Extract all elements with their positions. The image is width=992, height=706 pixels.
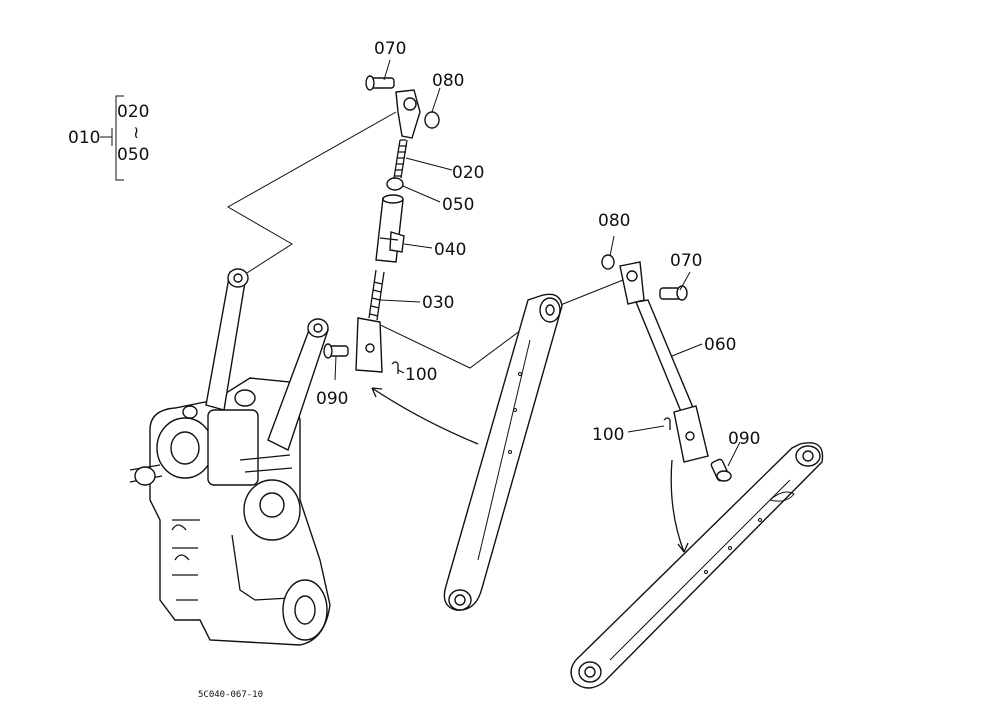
lower-link-left bbox=[443, 293, 563, 611]
callout-080-right: 080 bbox=[598, 211, 630, 231]
callout-090-right: 090 bbox=[728, 429, 760, 449]
lift-arm-right bbox=[267, 318, 329, 451]
leader-lines bbox=[334, 59, 741, 467]
reference-line-left-upper bbox=[226, 111, 397, 281]
snap-ring-080-left bbox=[424, 111, 440, 129]
cotter-pin-100-left bbox=[391, 361, 399, 374]
callout-090-left: 090 bbox=[316, 389, 348, 409]
hydraulic-housing bbox=[129, 377, 331, 646]
callout-050: 050 bbox=[442, 195, 474, 215]
callout-030: 030 bbox=[422, 293, 454, 313]
snap-ring-080-right bbox=[601, 254, 615, 270]
leveling-rod-left bbox=[323, 75, 440, 374]
lift-rod-right bbox=[601, 254, 732, 482]
callout-020: 020 bbox=[452, 163, 484, 183]
callout-070-left: 070 bbox=[374, 39, 406, 59]
callout-100-left: 100 bbox=[405, 365, 437, 385]
assembly-legend: 010 020 ≀ 050 bbox=[68, 95, 149, 181]
clevis-top-left bbox=[395, 89, 421, 139]
thread-020 bbox=[394, 139, 407, 177]
clevis-top-right bbox=[619, 261, 645, 305]
callout-080-left: 080 bbox=[432, 71, 464, 91]
drawing-code: 5C040-067-10 bbox=[198, 690, 263, 700]
sleeve-040 bbox=[375, 197, 404, 263]
callouts: 070 080 020 050 040 030 100 090 080 070 … bbox=[316, 39, 760, 449]
legend-range-tilde: ≀ bbox=[133, 123, 139, 143]
callout-040: 040 bbox=[434, 240, 466, 260]
attach-arrow-left bbox=[371, 387, 479, 445]
legend-top-number: 020 bbox=[117, 102, 149, 122]
legend-bottom-number: 050 bbox=[117, 145, 149, 165]
thread-030 bbox=[369, 281, 383, 317]
callout-060: 060 bbox=[704, 335, 736, 355]
cotter-pin-100-right bbox=[663, 417, 671, 430]
callout-100-right: 100 bbox=[592, 425, 624, 445]
lower-link-right bbox=[570, 442, 824, 689]
attach-arrow-right bbox=[670, 459, 685, 553]
nut-050 bbox=[386, 177, 404, 191]
legend-main-number: 010 bbox=[68, 128, 100, 148]
lift-arm-left bbox=[205, 268, 249, 411]
rod-060 bbox=[635, 299, 695, 415]
callout-070-right: 070 bbox=[670, 251, 702, 271]
